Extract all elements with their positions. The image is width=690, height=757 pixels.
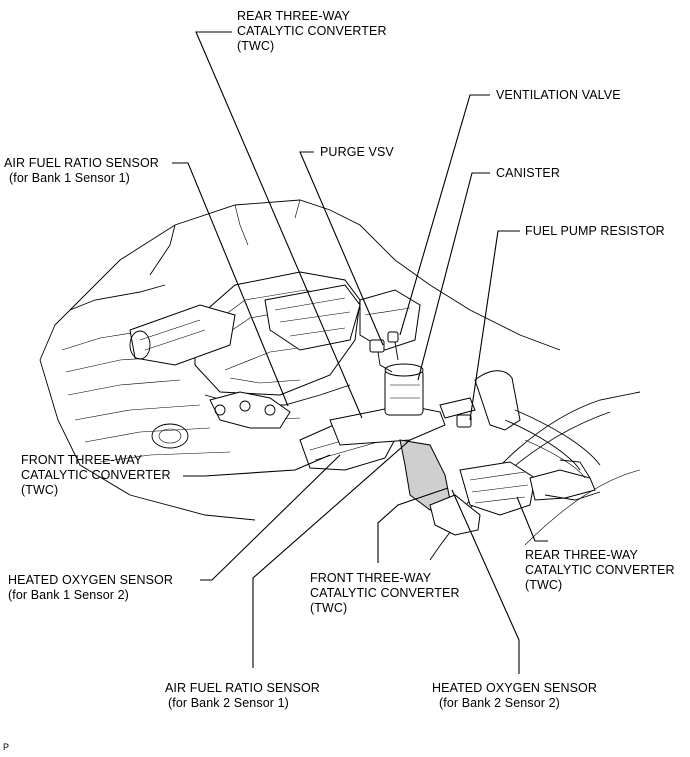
heated-o2-b2s2-line2: (for Bank 2 Sensor 2) xyxy=(439,696,560,710)
canister-text: CANISTER xyxy=(496,166,561,180)
af-sensor-b1s1-line2: (for Bank 1 Sensor 1) xyxy=(9,171,130,185)
vehicle-body xyxy=(39,199,641,561)
af-sensor-b1s1-label: AIR FUEL RATIO SENSOR (for Bank 1 Sensor… xyxy=(4,156,159,186)
rear-twc-right-label: REAR THREE-WAY CATALYTIC CONVERTER (TWC) xyxy=(525,548,675,593)
rear-twc-right-line1: REAR THREE-WAY xyxy=(525,548,638,562)
ventilation-valve-text: VENTILATION VALVE xyxy=(496,88,621,102)
af-sensor-b1s1-line1: AIR FUEL RATIO SENSOR xyxy=(4,156,159,170)
front-twc-center-line2: CATALYTIC CONVERTER xyxy=(310,586,460,600)
af-sensor-b2s1-line1: AIR FUEL RATIO SENSOR xyxy=(165,681,320,695)
front-twc-left-line2: CATALYTIC CONVERTER xyxy=(21,468,171,482)
rear-twc-right-line2: CATALYTIC CONVERTER xyxy=(525,563,675,577)
purge-vsv-text: PURGE VSV xyxy=(320,145,394,159)
af-sensor-b2s1-line2: (for Bank 2 Sensor 1) xyxy=(168,696,289,710)
front-twc-left-label: FRONT THREE-WAY CATALYTIC CONVERTER (TWC… xyxy=(21,453,171,498)
front-twc-center-line1: FRONT THREE-WAY xyxy=(310,571,432,585)
corner-mark: P xyxy=(3,742,10,752)
leader-lines xyxy=(172,31,548,674)
front-twc-center-line3: (TWC) xyxy=(310,601,348,615)
front-twc-center-label: FRONT THREE-WAY CATALYTIC CONVERTER (TWC… xyxy=(310,571,460,616)
canister-label: CANISTER xyxy=(496,166,560,181)
front-twc-left-line3: (TWC) xyxy=(21,483,59,497)
engine-block xyxy=(129,271,421,421)
heated-o2-b1s2-label: HEATED OXYGEN SENSOR (for Bank 1 Sensor … xyxy=(8,573,173,603)
front-twc-left-line1: FRONT THREE-WAY xyxy=(21,453,143,467)
rear-twc-top-label: REAR THREE-WAY CATALYTIC CONVERTER (TWC) xyxy=(237,9,387,54)
heated-o2-b1s2-line1: HEATED OXYGEN SENSOR xyxy=(8,573,173,587)
rear-twc-top-line2: CATALYTIC CONVERTER xyxy=(237,24,387,38)
rear-twc-top-line3: (TWC) xyxy=(237,39,275,53)
rear-twc-right-line3: (TWC) xyxy=(525,578,563,592)
fuel-pump-resistor-text: FUEL PUMP RESISTOR xyxy=(525,224,665,238)
purge-vsv-label: PURGE VSV xyxy=(320,145,394,160)
rear-twc-top-line1: REAR THREE-WAY xyxy=(237,9,350,23)
fuel-pump-resistor-label: FUEL PUMP RESISTOR xyxy=(525,224,665,239)
heated-o2-b2s2-label: HEATED OXYGEN SENSOR (for Bank 2 Sensor … xyxy=(432,681,597,711)
heated-o2-b1s2-line2: (for Bank 1 Sensor 2) xyxy=(8,588,129,602)
ventilation-valve-label: VENTILATION VALVE xyxy=(496,88,621,103)
evap-components xyxy=(369,331,601,479)
heated-o2-b2s2-line1: HEATED OXYGEN SENSOR xyxy=(432,681,597,695)
af-sensor-b2s1-label: AIR FUEL RATIO SENSOR (for Bank 2 Sensor… xyxy=(165,681,320,711)
exhaust-system xyxy=(209,391,601,536)
